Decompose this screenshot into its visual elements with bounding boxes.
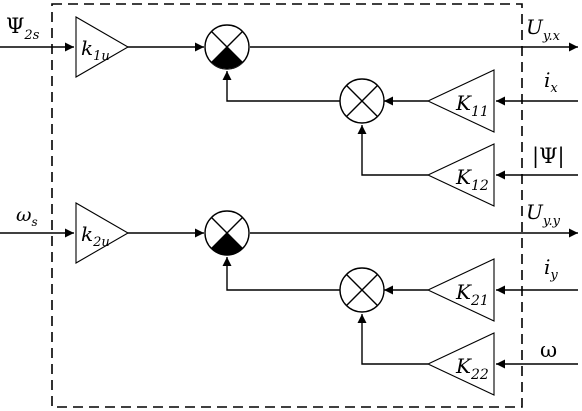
system-boundary (51, 3, 523, 408)
input-label-psi-abs: |Ψ| (532, 144, 565, 169)
gain-K22-block (426, 332, 495, 396)
output-label-u-yy: Uy.y (526, 200, 561, 229)
k22-output-wire (357, 314, 428, 365)
gain-K22-label: K22 (455, 354, 489, 383)
input-label-i-y: iy (544, 255, 558, 283)
gain-K12-block (426, 143, 495, 207)
gain-K11-label: K11 (455, 91, 489, 120)
gain-K12-label: K12 (455, 165, 489, 194)
summing-junction-bottom-main (204, 210, 250, 256)
input-label-i-x: ix (544, 68, 558, 96)
k12-output-wire (357, 125, 428, 176)
input-label-omega-s: ωs (16, 204, 38, 229)
input-label-omega: ω (540, 338, 557, 362)
sum-feedback-wire-bottom (222, 257, 340, 291)
gain-k1u-label: k1u (81, 36, 110, 64)
sum-feedback-wire-top (222, 71, 340, 102)
gain-K21-block (426, 258, 495, 322)
summing-junction-top-feedback (339, 78, 385, 124)
gain-K11-block (426, 69, 495, 133)
summing-junction-bottom-feedback (339, 267, 385, 313)
gain-K21-label: K21 (455, 280, 489, 309)
gain-k2u-block (75, 202, 130, 264)
gain-k2u-label: k2u (81, 222, 110, 250)
input-label-psi-2s: Ψ2s (6, 14, 40, 43)
summing-junction-top-main (204, 24, 250, 70)
output-label-u-yx: Uy.x (526, 15, 561, 44)
gain-k1u-block (75, 16, 130, 78)
